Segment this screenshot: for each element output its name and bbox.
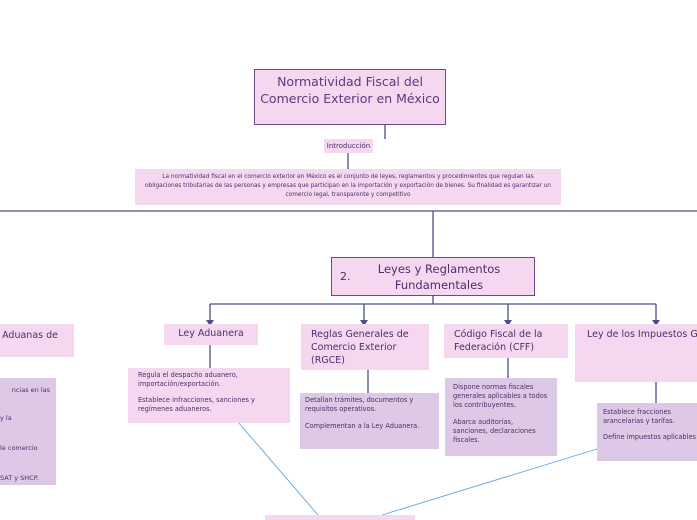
branch-ligie-detail-2: Define impuestos aplicables a mercancías… xyxy=(603,433,697,441)
branch-cff-node[interactable]: Código Fiscal de la Federación (CFF) xyxy=(444,324,568,358)
branch-cff-detail-2: Abarca auditorías, sanciones, declaracio… xyxy=(453,418,536,444)
section-number: 2. xyxy=(340,270,351,283)
branch-aduanas-detail-3: le comercio xyxy=(0,444,38,452)
branch-cff-title: Código Fiscal de la Federación (CFF) xyxy=(454,329,543,353)
branch-ley-aduanera-detail-2: Establece infracciones, sanciones y regí… xyxy=(138,396,255,413)
branch-rgce-detail-2: Complementan a la Ley Aduanera. xyxy=(305,422,420,430)
branch-ligie-node[interactable]: Ley de los Impuestos Generales de Import… xyxy=(575,324,697,382)
branch-rgce-node[interactable]: Reglas Generales de Comercio Exterior (R… xyxy=(301,324,429,370)
bottom-node[interactable] xyxy=(265,515,415,520)
arrow-cff xyxy=(504,320,512,326)
branch-rgce-detail-node[interactable]: Detallan trámites, documentos y requisit… xyxy=(300,393,439,449)
arrow-ligie xyxy=(652,320,660,326)
branch-aduanas-title-node[interactable]: Aduanas de xyxy=(0,324,74,357)
branch-aduanas-detail-2: y la xyxy=(0,414,12,422)
branch-cff-detail-1: Dispone normas fiscales generales aplica… xyxy=(453,383,548,409)
section-node[interactable]: 2. Leyes y Reglamentos Fundamentales xyxy=(331,257,535,296)
intro-label-node[interactable]: Introducción xyxy=(324,139,373,153)
branch-rgce-title: Reglas Generales de Comercio Exterior (R… xyxy=(311,329,409,366)
branch-ley-aduanera-node[interactable]: Ley Aduanera xyxy=(164,324,258,345)
arrow-rgce xyxy=(360,320,368,326)
root-title: Normatividad Fiscal del Comercio Exterio… xyxy=(260,74,440,106)
intro-label: Introducción xyxy=(326,142,371,150)
root-node[interactable]: Normatividad Fiscal del Comercio Exterio… xyxy=(254,69,446,125)
branch-aduanas-detail-1: ncias en las xyxy=(11,386,50,394)
branch-cff-detail-node[interactable]: Dispone normas fiscales generales aplica… xyxy=(445,378,557,456)
intro-text: La normatividad fiscal en el comercio ex… xyxy=(145,174,551,198)
branch-ley-aduanera-title: Ley Aduanera xyxy=(178,328,244,339)
branch-ligie-title: Ley de los Impuestos Generales de Import… xyxy=(587,329,697,340)
link-ligie-bottom xyxy=(381,448,598,516)
arrow-ley-aduanera xyxy=(206,320,214,326)
branch-ligie-detail-1: Establece fracciones arancelarias y tari… xyxy=(603,408,675,425)
branch-aduanas-detail-4: SAT y SHCP. xyxy=(0,474,39,482)
branch-ligie-detail-node[interactable]: Establece fracciones arancelarias y tari… xyxy=(597,403,697,461)
branch-aduanas-title: Aduanas de xyxy=(2,330,58,341)
intro-text-node[interactable]: La normatividad fiscal en el comercio ex… xyxy=(135,169,561,205)
link-ley-aduanera-bottom xyxy=(237,421,319,516)
section-title: Leyes y Reglamentos Fundamentales xyxy=(377,262,501,292)
branch-aduanas-detail-node[interactable]: ncias en las y la le comercio SAT y SHCP… xyxy=(0,378,56,485)
branch-rgce-detail-1: Detallan trámites, documentos y requisit… xyxy=(305,396,414,413)
branch-ley-aduanera-detail-1: Regula el despacho aduanero, importación… xyxy=(138,371,238,388)
branch-ley-aduanera-detail-node[interactable]: Regula el despacho aduanero, importación… xyxy=(128,368,290,423)
